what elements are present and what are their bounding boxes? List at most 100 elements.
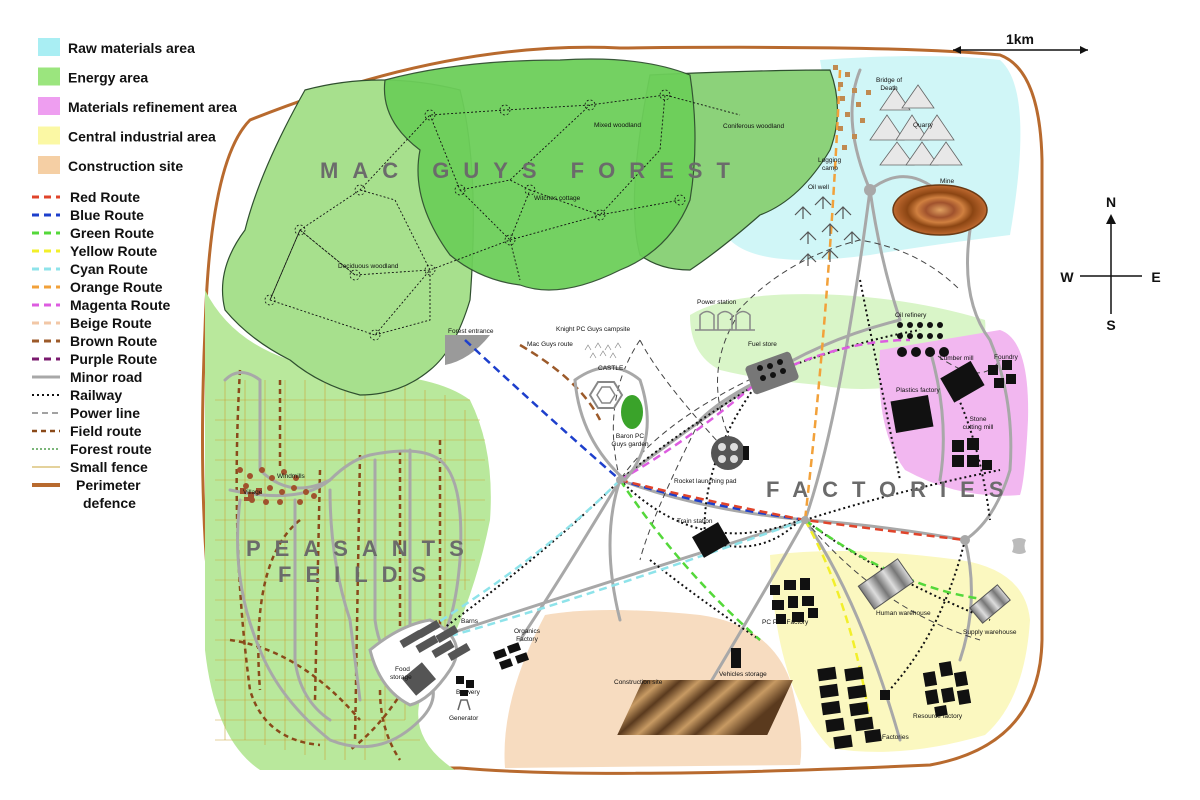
place-label: Death: [880, 85, 898, 92]
place-label: Human warehouse: [876, 610, 931, 617]
place-label: cutting mill: [963, 424, 994, 431]
legend-swatch: [38, 126, 60, 145]
place-label: Barns: [461, 618, 479, 625]
brewery-buildings: [456, 676, 474, 696]
factories-buildings: [817, 666, 890, 750]
place-label: Deciduous woodland: [338, 263, 399, 270]
place-label: Windmills: [277, 473, 306, 480]
place-label: Resource factory: [913, 713, 963, 720]
legend-label: Perimeter: [76, 477, 141, 493]
legend-label: Cyan Route: [70, 261, 148, 277]
legend-label: defence: [83, 495, 136, 511]
human-warehouse-building: [857, 558, 915, 610]
quarry-mounds: [869, 84, 963, 166]
place-label: Fuel store: [748, 341, 777, 348]
svg-text:N: N: [1106, 194, 1116, 210]
place-label: Lumber mill: [940, 355, 974, 362]
place-label: Foundry: [994, 354, 1019, 361]
legend-label: Green Route: [70, 225, 154, 241]
mixed-woodland: [383, 58, 696, 291]
legend-label: Minor road: [70, 369, 142, 385]
barns-buildings: [399, 620, 471, 661]
place-label: Forest entrance: [448, 328, 494, 335]
mine-pit: [892, 184, 988, 236]
svg-text:W: W: [1060, 269, 1074, 285]
place-label: Witches cottage: [534, 195, 581, 202]
legend-label: Power line: [70, 405, 140, 421]
legend-swatch: [38, 38, 60, 56]
food-storage-building: [401, 662, 437, 696]
resource-factory-buildings: [922, 661, 972, 717]
place-label: Generator: [449, 715, 479, 722]
place-label: Mixed woodland: [594, 122, 641, 129]
rocket-pad: [711, 436, 749, 470]
road-junction: [616, 476, 624, 484]
place-label: Vehicles storage: [719, 671, 767, 678]
construction-plot: [617, 680, 793, 735]
fields-region-label: PEASANTS: [246, 536, 478, 561]
train-station-building: [692, 522, 730, 558]
place-label: storage: [390, 674, 412, 681]
legend-swatch: [38, 67, 60, 86]
place-label: Oil refinery: [895, 312, 927, 319]
place-label: Coniferous woodland: [723, 123, 784, 130]
place-label: Food: [395, 666, 410, 673]
legend-label: Raw materials area: [68, 40, 195, 56]
power-station-icon: [695, 310, 755, 331]
legend-label: Red Route: [70, 189, 140, 205]
field-routes: [229, 369, 442, 761]
scale-bar: 1km: [953, 31, 1088, 54]
place-label: Knight PC Guys campsite: [556, 326, 630, 333]
legend-label: Railway: [70, 387, 122, 403]
svg-text:1km: 1km: [1006, 31, 1034, 47]
supply-warehouse-building: [969, 584, 1011, 624]
generator-icon: [457, 699, 471, 711]
place-label: Logging: [818, 157, 842, 164]
place-label: Mine: [940, 178, 954, 185]
fuel-store-building: [745, 351, 799, 395]
road-junction: [960, 535, 970, 545]
legend-label: Field route: [70, 423, 142, 439]
logging-camp-plots: [833, 65, 871, 150]
legend-label: Brown Route: [70, 333, 157, 349]
legend-label: Energy area: [68, 70, 148, 86]
place-label: Guys garden: [611, 441, 649, 448]
svg-text:S: S: [1106, 317, 1115, 333]
place-label: Brewery: [456, 689, 481, 696]
forest-entrance-area: [445, 335, 490, 365]
road-junction: [864, 184, 876, 196]
place-label: PC Part Factory: [762, 619, 809, 626]
place-label: Baron PC: [616, 433, 644, 440]
baron-garden: [621, 395, 643, 429]
legend-label: Magenta Route: [70, 297, 171, 313]
svg-text:E: E: [1151, 269, 1160, 285]
castle-icon: [588, 381, 624, 409]
forest-region-label: MAC GUYS FOREST: [320, 158, 744, 183]
organics-factory-buildings: [492, 642, 530, 670]
forest-routes: [269, 94, 741, 336]
road-junction: [801, 516, 809, 524]
legend-label: Yellow Route: [70, 243, 157, 259]
place-label: Organics: [514, 628, 541, 635]
place-label: Bridge of: [876, 77, 902, 84]
windmills-icon: [237, 467, 317, 505]
place-label: CASTLE: [598, 365, 624, 372]
place-label: Factories: [882, 734, 909, 741]
legend-label: Materials refinement area: [68, 99, 237, 115]
fields-region-label: FEILDS: [278, 562, 440, 587]
place-label: Power station: [697, 299, 737, 306]
road-node-icon: [1012, 538, 1026, 554]
legend-swatch: [38, 97, 60, 115]
compass-rose: N S W E: [1060, 194, 1160, 333]
forest-nodes: [264, 89, 686, 341]
place-label: Construction site: [614, 679, 663, 686]
legend-label: Central industrial area: [68, 129, 216, 145]
place-label: Plastics factory: [896, 387, 940, 394]
castle-grounds: [573, 366, 649, 483]
place-label: Train station: [677, 518, 713, 525]
legend-label: Small fence: [70, 459, 148, 475]
place-label: Factory: [516, 636, 538, 643]
legend-label: Construction site: [68, 158, 183, 174]
